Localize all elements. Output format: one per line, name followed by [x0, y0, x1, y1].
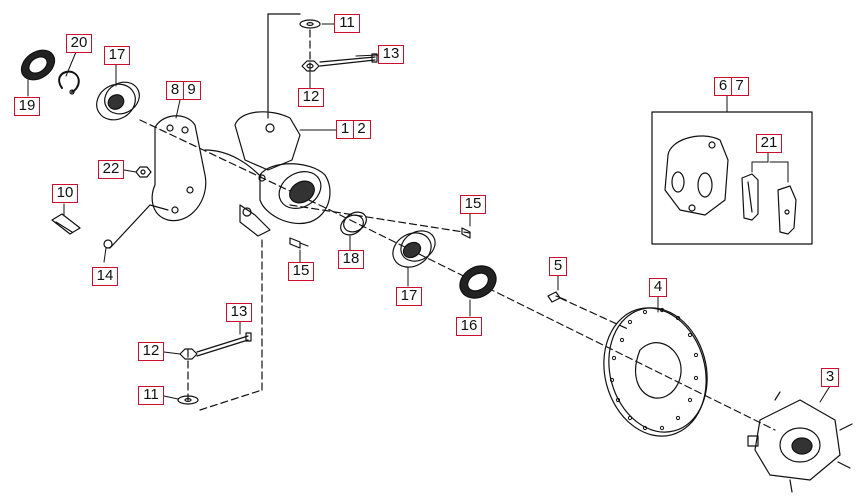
bolt-10-14-drawing [51, 204, 169, 249]
label-part-13-lower: 13 [226, 303, 252, 322]
label-part-6: 6 [714, 77, 732, 96]
bearing-17-left-drawing [96, 81, 140, 121]
bolt-5-drawing [547, 291, 567, 303]
label-part-12-lower: 12 [138, 342, 164, 361]
label-part-15-right: 15 [460, 195, 486, 214]
assembly-axis-lines [139, 29, 776, 431]
label-part-21: 21 [756, 134, 782, 153]
upper-bolt-assembly [267, 13, 378, 119]
label-part-12-upper: 12 [298, 88, 324, 107]
label-part-19: 19 [14, 97, 40, 116]
label-part-7: 7 [730, 77, 749, 96]
label-part-8: 8 [166, 81, 184, 100]
label-part-16: 16 [456, 317, 482, 336]
label-part-20: 20 [66, 34, 92, 53]
brake-disc-4-drawing [603, 307, 708, 437]
label-part-5: 5 [549, 257, 567, 276]
bolt-15-drawings [289, 227, 471, 249]
label-part-22: 22 [98, 160, 124, 179]
bearing-17-right-drawing [392, 230, 436, 268]
label-part-18: 18 [338, 250, 364, 269]
label-part-14: 14 [92, 267, 118, 286]
seal-19-drawing [20, 49, 56, 81]
knuckle-1-2-drawing [234, 111, 331, 237]
label-part-4: 4 [649, 278, 667, 297]
label-part-11-upper: 11 [334, 14, 360, 33]
label-part-17-left: 17 [104, 46, 130, 65]
label-part-10: 10 [52, 184, 78, 203]
label-part-15-left: 15 [288, 262, 314, 281]
caliper-kit-box [651, 111, 813, 245]
label-part-8-9: 8 9 [166, 81, 201, 100]
label-part-1-2: 1 2 [336, 120, 371, 139]
label-part-2: 2 [352, 120, 371, 139]
label-part-17-right: 17 [396, 287, 422, 306]
seal-16-drawing [459, 265, 497, 299]
label-part-1: 1 [336, 120, 354, 139]
leader-lines [27, 23, 831, 403]
lower-bolt-assembly [177, 332, 252, 405]
circlip-20-drawing [58, 70, 80, 95]
nut-22-drawing [135, 166, 152, 178]
spacer-18-drawing [340, 211, 367, 236]
label-part-6-7: 6 7 [714, 77, 749, 96]
hub-3-drawing [747, 391, 853, 493]
label-part-13-upper: 13 [378, 45, 404, 64]
bracket-8-9-drawing [151, 115, 263, 222]
label-part-9: 9 [182, 81, 201, 100]
label-part-3: 3 [821, 368, 839, 387]
label-part-11-lower: 11 [138, 386, 164, 405]
